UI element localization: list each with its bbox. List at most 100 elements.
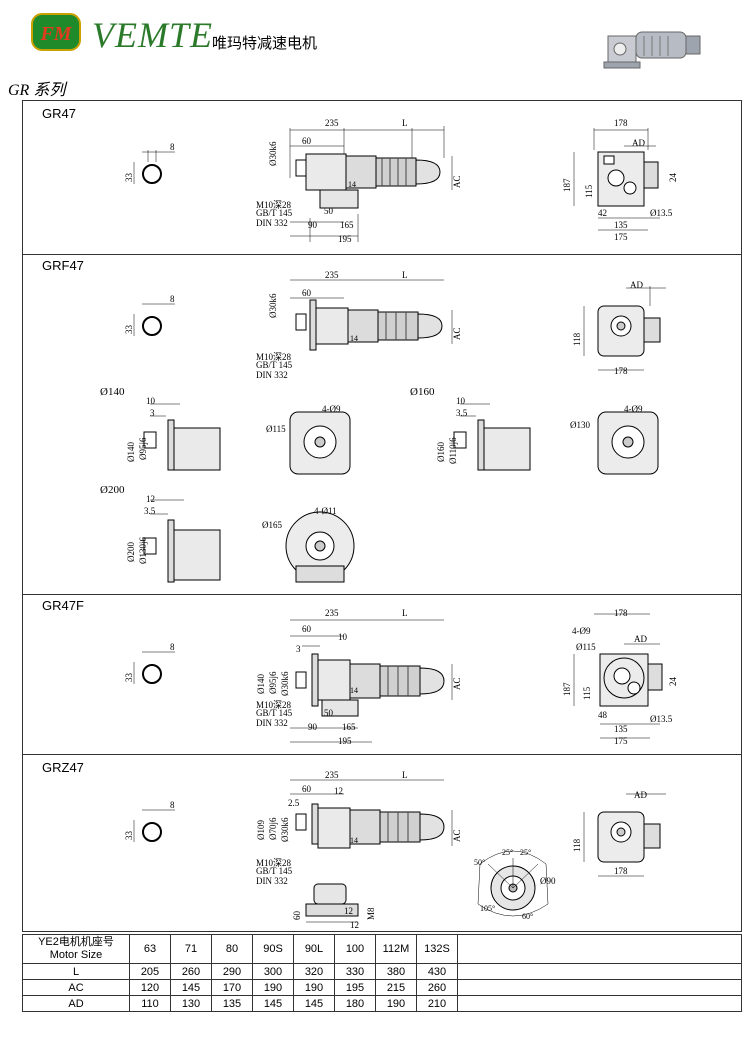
table-cell: 190 xyxy=(375,995,417,1012)
flange-spigot-diameter: Ø95j6 xyxy=(138,437,148,461)
table-col-header: 90S xyxy=(252,934,294,964)
dim-flange-outer: Ø140 xyxy=(256,674,266,694)
table-cell: 135 xyxy=(211,995,253,1012)
table-cell: 330 xyxy=(334,963,376,980)
flange-pcd: Ø165 xyxy=(262,520,282,530)
end-dim-24: 24 xyxy=(668,173,678,182)
table-cell: 210 xyxy=(416,995,458,1012)
flange-size-title: Ø160 xyxy=(410,386,435,398)
dim-195: 195 xyxy=(338,736,352,746)
end-dim-178: 178 xyxy=(614,866,628,876)
table-row: AD 110 130 135 145 145 180 190 210 xyxy=(22,995,742,1012)
motor-size-table: YE2电机机座号 Motor Size 63 71 80 90S 90L 100… xyxy=(22,934,742,1012)
angle-50: 50° xyxy=(474,858,486,867)
dim-l: L xyxy=(402,608,408,618)
thread-standard-din: DIN 332 xyxy=(256,218,288,228)
arm-dim-12-b: 12 xyxy=(350,920,359,930)
flange-size-title: Ø200 xyxy=(100,484,125,496)
brand-name: VEMTE xyxy=(92,15,213,55)
flange-end-view xyxy=(583,793,666,877)
end-dim-115: 115 xyxy=(584,184,594,198)
end-dim-178: 178 xyxy=(614,608,628,618)
flange-holes: 4-Ø9 xyxy=(322,404,341,414)
dim-50: 50 xyxy=(324,708,333,718)
thread-spec: M10深28 xyxy=(256,858,292,868)
angle-105: 105° xyxy=(480,904,496,913)
table-cell: 180 xyxy=(334,995,376,1012)
section-title: GR47F xyxy=(42,598,84,613)
dim-shaft-diameter: Ø30k6 xyxy=(280,671,290,697)
flange-face-view xyxy=(289,411,351,475)
shaft-key-detail xyxy=(133,809,175,842)
end-dim-187: 187 xyxy=(562,178,572,193)
end-dim-115: 115 xyxy=(582,686,592,700)
drawing-frame xyxy=(22,100,742,932)
dim-12: 12 xyxy=(334,786,343,796)
thread-spec: M10深28 xyxy=(256,700,292,710)
header: FM VEMTE 唯玛特减速电机 GR 系列 xyxy=(0,0,750,99)
flange-side-view xyxy=(453,403,531,471)
table-cell: 380 xyxy=(375,963,417,980)
end-dim-175: 175 xyxy=(614,232,628,242)
table-cell: 130 xyxy=(170,995,212,1012)
dim-ac: AC xyxy=(452,829,462,842)
flange-end-view xyxy=(583,286,666,371)
table-empty-cell xyxy=(457,995,742,1012)
dim-235: 235 xyxy=(325,770,339,780)
section-divider xyxy=(22,594,742,595)
flange-dim-3-5: 3.5 xyxy=(144,506,156,516)
dim-2-5: 2.5 xyxy=(288,798,300,808)
shaft-key-detail xyxy=(133,150,175,184)
arm-dim-12-a: 12 xyxy=(344,906,353,916)
dim-235: 235 xyxy=(325,118,339,128)
dim-195: 195 xyxy=(338,234,352,244)
gearmotor-flange-foot-side-view xyxy=(290,619,453,743)
flange-foot-end-view xyxy=(573,613,663,739)
gearmotor-side-view xyxy=(289,126,453,242)
end-dim-178: 178 xyxy=(614,366,628,376)
table-col-header: 80 xyxy=(211,934,253,964)
dim-l: L xyxy=(402,118,408,128)
gearmotor-flange-side-view xyxy=(290,279,453,351)
dim-l: L xyxy=(402,770,408,780)
header-label-en: Motor Size xyxy=(49,949,103,961)
end-dim-holes: 4-Ø9 xyxy=(572,626,591,636)
table-row: L 205 260 290 300 320 330 380 430 xyxy=(22,963,742,980)
arm-dim-thread: M8 xyxy=(366,907,376,920)
flange-spigot-diameter: Ø130j6 xyxy=(138,537,148,564)
dim-60: 60 xyxy=(302,784,311,794)
shaft-key-height: 33 xyxy=(124,673,134,682)
table-col-header: 63 xyxy=(129,934,171,964)
end-dim-pcd: Ø115 xyxy=(576,642,596,652)
gearmotor-product-icon xyxy=(603,31,701,69)
center-mark: 14 xyxy=(350,334,358,343)
thread-spec: M10深28 xyxy=(256,200,292,210)
flange-side-view xyxy=(143,403,221,471)
table-header-row: YE2电机机座号 Motor Size 63 71 80 90S 90L 100… xyxy=(22,934,742,964)
section-title: GRF47 xyxy=(42,258,84,273)
table-cell: 110 xyxy=(129,995,171,1012)
table-empty-cell xyxy=(457,934,742,964)
thread-standard-gb: GB/T 145 xyxy=(256,866,293,876)
dim-arm-spigot: Ø70j6 xyxy=(268,817,278,841)
end-dim-118: 118 xyxy=(572,838,582,852)
table-cell: 170 xyxy=(211,979,253,996)
shaft-key-width: 8 xyxy=(170,142,175,152)
table-header-label: YE2电机机座号 Motor Size xyxy=(22,934,130,964)
table-cell: 290 xyxy=(211,963,253,980)
end-dim-187: 187 xyxy=(562,682,572,697)
thread-standard-gb: GB/T 145 xyxy=(256,360,293,370)
end-dim-48: 48 xyxy=(598,710,607,720)
section-title: GRZ47 xyxy=(42,760,84,775)
table-col-header: 90L xyxy=(293,934,335,964)
flange-outer-diameter: Ø200 xyxy=(126,542,136,562)
angle-60: 60° xyxy=(522,912,534,921)
flange-spigot-diameter: Ø110j6 xyxy=(448,437,458,464)
table-cell: 205 xyxy=(129,963,171,980)
flange-face-view xyxy=(597,411,659,475)
shaft-key-width: 8 xyxy=(170,642,175,652)
table-cell: 145 xyxy=(293,995,335,1012)
end-dim-175: 175 xyxy=(614,736,628,746)
dim-shaft-diameter: Ø30k6 xyxy=(268,293,278,319)
table-col-header: 100 xyxy=(334,934,376,964)
